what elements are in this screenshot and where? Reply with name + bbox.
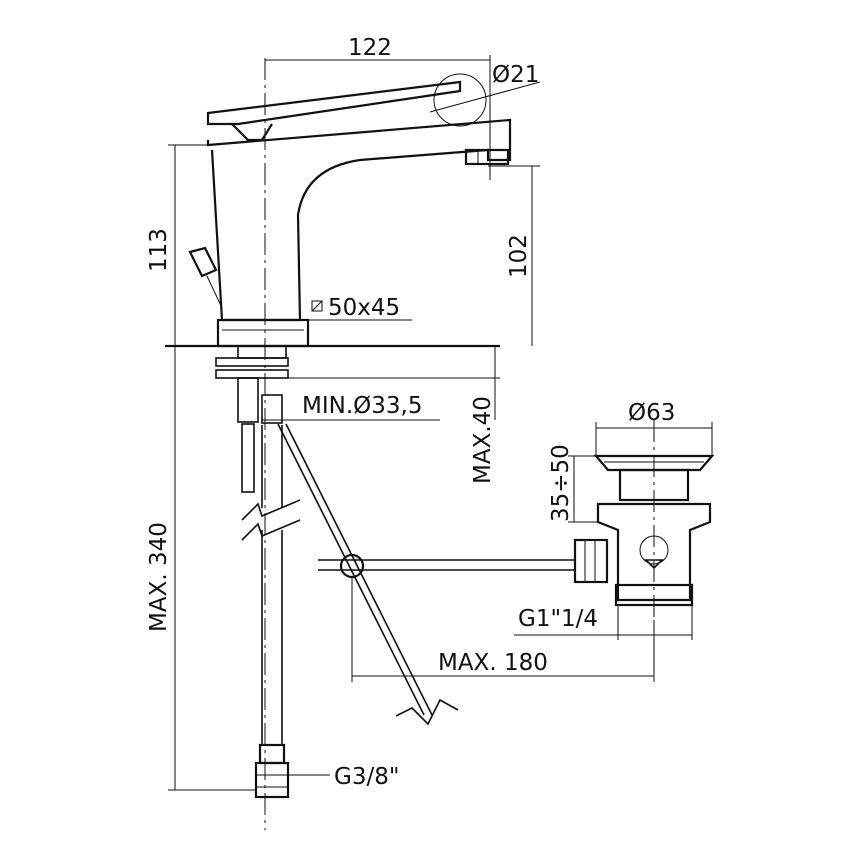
dim-total-height: 113 <box>146 228 172 272</box>
dim-max-rod-reach: MAX. 180 <box>438 650 548 676</box>
side-cartridge <box>188 246 218 278</box>
faucet-body <box>206 118 512 322</box>
mounting-shank <box>237 345 287 359</box>
mounting-nut <box>215 357 289 367</box>
dim-base-size: 50x45 <box>328 295 400 321</box>
dim-waste-range: 35÷50 <box>548 444 574 522</box>
faucet-base <box>216 318 310 348</box>
aerator-diameter-circle <box>433 73 487 127</box>
dim-aerator-diameter: Ø21 <box>492 62 539 88</box>
waste-cap <box>593 454 715 472</box>
dim-waste-thread: G1"1/4 <box>518 606 598 632</box>
lever-handle <box>206 80 462 126</box>
dim-spout-height: 102 <box>506 234 532 278</box>
dim-hose-connection: G3/8" <box>334 764 399 790</box>
dimension-lines <box>168 55 713 791</box>
rod-joint <box>339 553 365 579</box>
flex-hose <box>261 425 283 745</box>
dim-min-hole: MIN.Ø33,5 <box>302 393 422 419</box>
waste-drawing <box>318 420 715 620</box>
aerator <box>464 148 510 166</box>
waste-logo <box>639 535 669 565</box>
dim-waste-diameter: Ø63 <box>628 400 675 426</box>
hose-fitting <box>258 743 286 765</box>
dim-spout-reach: 122 <box>348 35 392 61</box>
lever-joint <box>231 123 273 142</box>
waste-body <box>618 468 690 502</box>
dim-max-hose: MAX. 340 <box>146 522 172 632</box>
waste-side-nut <box>573 538 609 584</box>
dim-max-deck: MAX.40 <box>470 396 496 484</box>
